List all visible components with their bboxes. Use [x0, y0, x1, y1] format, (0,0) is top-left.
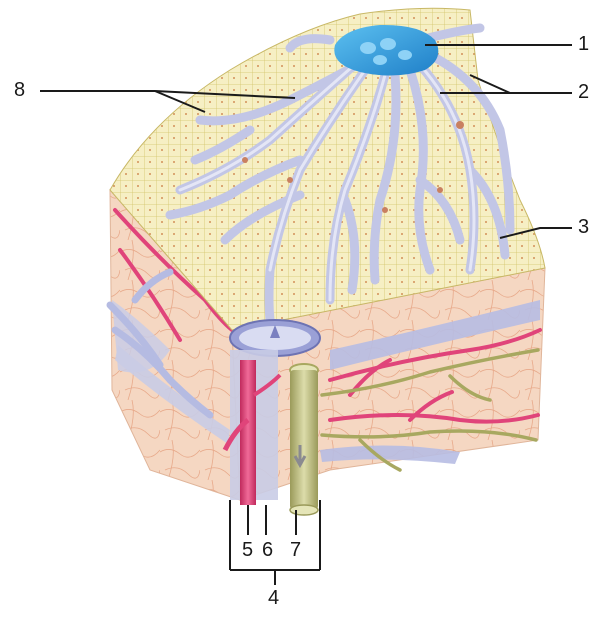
label-3: 3 — [578, 217, 589, 237]
label-7: 7 — [290, 540, 301, 560]
interlobular-bile-duct — [290, 370, 318, 515]
label-6: 6 — [262, 540, 273, 560]
label-4: 4 — [268, 588, 279, 608]
label-2: 2 — [578, 82, 589, 102]
label-8: 8 — [14, 80, 25, 100]
label-1: 1 — [578, 34, 589, 54]
label-5: 5 — [242, 540, 253, 560]
central-vein — [334, 25, 438, 76]
